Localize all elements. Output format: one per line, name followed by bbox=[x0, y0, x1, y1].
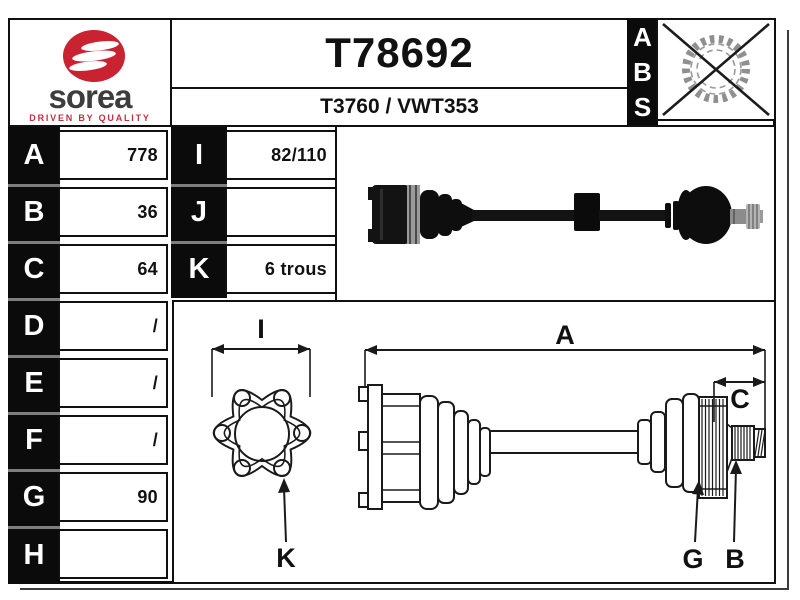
dimension-arrow bbox=[212, 344, 224, 354]
dimension-arrow bbox=[298, 344, 310, 354]
dim-label-C: C bbox=[8, 241, 60, 298]
flange-hole bbox=[273, 389, 291, 407]
dim-value-H bbox=[58, 529, 168, 579]
flange-bore bbox=[234, 406, 290, 462]
dimension-arrow bbox=[753, 345, 765, 355]
dim-value-I: 82/110 bbox=[225, 130, 337, 180]
dim-label-D: D bbox=[8, 298, 60, 355]
flange-hole bbox=[233, 389, 251, 407]
technical-drawing: I K A bbox=[172, 300, 776, 584]
flange-hole bbox=[273, 459, 291, 477]
dim-value-G: 90 bbox=[58, 472, 168, 522]
dimension-diagram: I K A bbox=[211, 314, 766, 574]
dim-value-B: 36 bbox=[58, 187, 168, 237]
flange-hole bbox=[233, 459, 251, 477]
flange-hole bbox=[293, 424, 311, 442]
abs-letter-a: A bbox=[633, 22, 652, 52]
dim-label-I: I bbox=[171, 127, 227, 184]
cross-line-2 bbox=[662, 23, 770, 116]
dim-label-A: A bbox=[8, 127, 60, 184]
leader-arrow bbox=[692, 480, 704, 495]
dim-label-K: K bbox=[171, 241, 227, 298]
spline-arrow-label: B bbox=[725, 544, 745, 574]
card-shadow-right bbox=[787, 30, 789, 590]
part-number: T78692 bbox=[170, 18, 629, 89]
dim-label-E: E bbox=[8, 355, 60, 412]
brand-logo: sorea DRIVEN BY QUALITY bbox=[8, 18, 172, 127]
dim-value-E: / bbox=[58, 358, 168, 408]
flange-hole bbox=[213, 424, 231, 442]
flange-hole-label: K bbox=[276, 543, 296, 573]
brand-tagline: DRIVEN BY QUALITY bbox=[29, 113, 151, 123]
dim-label-G: G bbox=[8, 469, 60, 526]
oe-reference: T3760 / VWT353 bbox=[170, 87, 629, 127]
dim-value-K: 6 trous bbox=[225, 244, 337, 294]
abs-letter-s: S bbox=[633, 92, 652, 122]
driveshaft-photo bbox=[368, 185, 763, 244]
dim-value-A: 778 bbox=[58, 130, 168, 180]
abs-strip: A B S bbox=[627, 18, 658, 127]
dim-value-D: / bbox=[58, 301, 168, 351]
overall-length-label: A bbox=[555, 320, 575, 350]
dimension-arrow bbox=[753, 377, 765, 387]
stub-section-label: C bbox=[730, 384, 750, 414]
dimension-arrow bbox=[365, 345, 377, 355]
flange-outline bbox=[212, 389, 312, 477]
abs-ring-box bbox=[656, 18, 776, 121]
dim-label-J: J bbox=[171, 184, 227, 241]
dim-label-H: H bbox=[8, 526, 60, 584]
dim-value-C: 64 bbox=[58, 244, 168, 294]
dimension-arrow bbox=[714, 377, 726, 387]
crossed-abs-ring-icon bbox=[662, 23, 770, 116]
leader-arrow bbox=[730, 460, 742, 474]
brand-wordmark: sorea bbox=[48, 78, 132, 115]
product-photo bbox=[335, 125, 776, 302]
dim-label-B: B bbox=[8, 184, 60, 241]
dim-label-F: F bbox=[8, 412, 60, 469]
joint-arrow-label: G bbox=[682, 544, 703, 574]
card-shadow-bottom bbox=[20, 588, 789, 590]
abs-letter-b: B bbox=[633, 57, 652, 87]
dim-value-J bbox=[225, 187, 337, 237]
leader-arrow bbox=[278, 478, 290, 493]
sorea-logo-icon bbox=[63, 30, 125, 82]
flange-width-label: I bbox=[257, 314, 265, 344]
dim-value-F: / bbox=[58, 415, 168, 465]
